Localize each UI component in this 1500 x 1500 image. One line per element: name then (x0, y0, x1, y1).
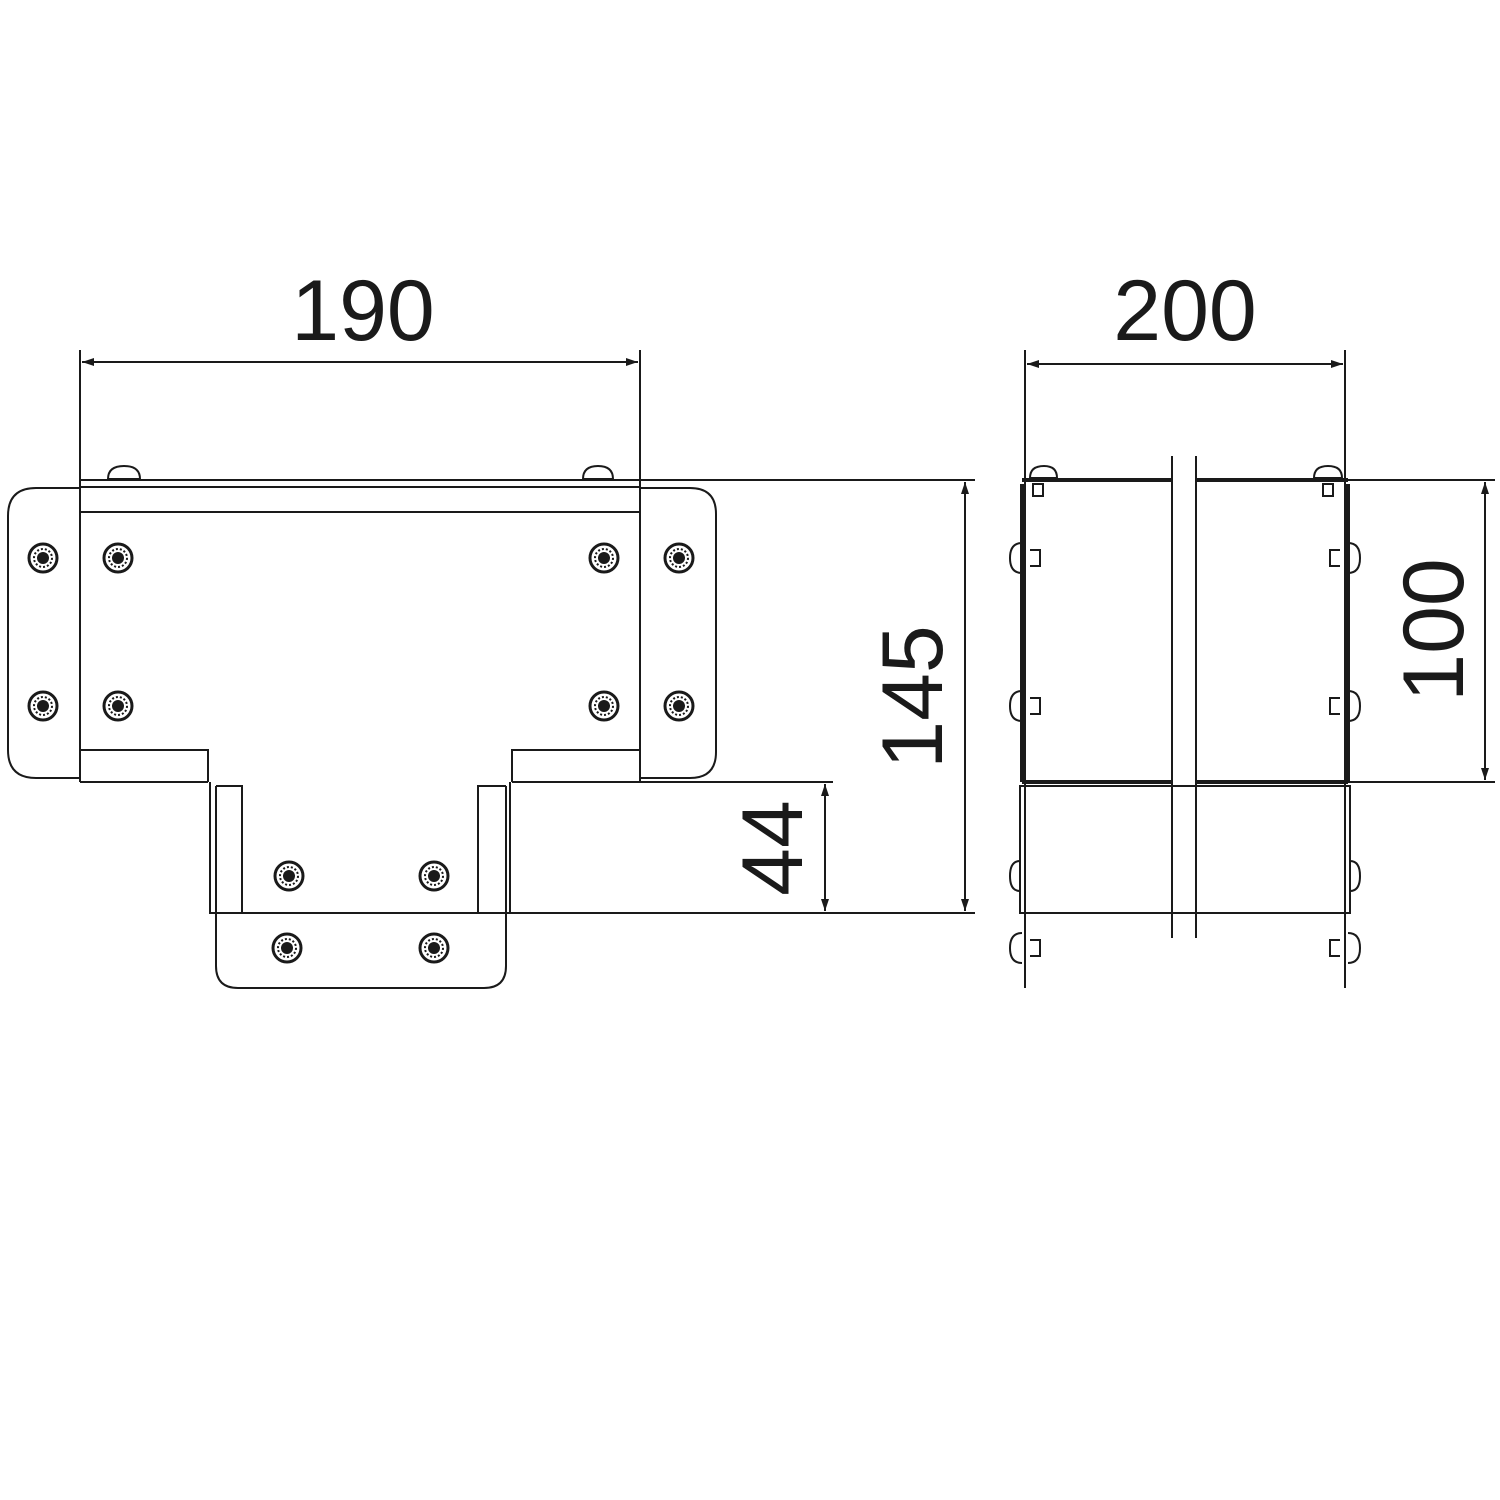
extension-lines-100 (1348, 479, 1495, 783)
side-outer-lines (1024, 350, 1346, 988)
side-lower-body (1019, 785, 1351, 914)
dim-100-label: 100 (1386, 558, 1482, 702)
body-sides (79, 350, 641, 782)
extension-lines (510, 479, 975, 914)
side-view: 200 100 (1008, 263, 1495, 988)
dim-190-label: 190 (291, 263, 435, 359)
side-screws (1008, 464, 1362, 964)
top-screw-heads (106, 464, 615, 480)
stem (209, 782, 511, 914)
center-divider (1171, 456, 1197, 938)
left-flange (7, 487, 80, 779)
top-edge (80, 479, 640, 513)
dim-200-label: 200 (1113, 263, 1257, 359)
side-upper-body (1020, 478, 1350, 784)
top-view: 190 145 44 (7, 263, 975, 989)
notch (80, 749, 640, 783)
right-flange (640, 487, 717, 779)
screws (27, 542, 695, 964)
dim-145-label: 145 (865, 625, 961, 769)
dim-44-label: 44 (725, 800, 821, 896)
bottom-flange (215, 913, 507, 989)
